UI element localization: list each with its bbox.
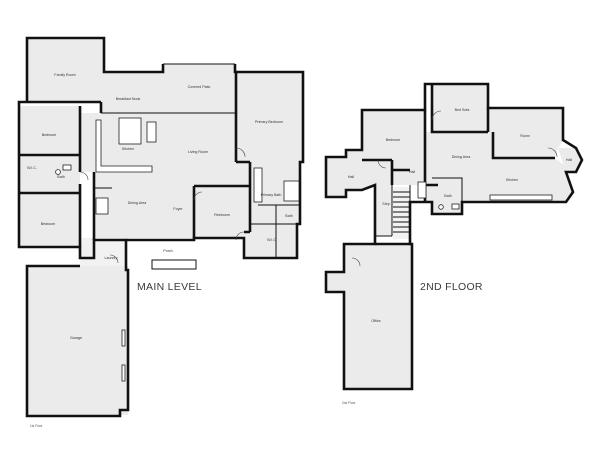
bedroom-upper-left <box>19 106 80 155</box>
main-level-title: MAIN LEVEL <box>137 281 202 293</box>
label-stairs: Step <box>382 202 389 206</box>
label-hall-right: Hall <box>566 158 572 162</box>
second-floor-thin-walls <box>375 177 463 237</box>
garage-post-1 <box>121 329 126 347</box>
hall-left <box>326 150 362 197</box>
door-swing-4 <box>235 147 246 158</box>
laundry-appliance <box>95 197 109 215</box>
main-level-plan: Family Room Breakfast Nook Covered Patio… <box>17 36 305 428</box>
kitchen-range <box>146 121 157 143</box>
label-porch: Porch <box>163 249 172 253</box>
bath-tub <box>283 180 300 202</box>
label-garage: Garage <box>70 336 82 340</box>
stairs <box>393 187 410 239</box>
hall-right <box>558 148 582 172</box>
primary-bedroom <box>236 72 303 162</box>
second-floor-interior-walls <box>362 84 555 246</box>
label-restroom: Restroom <box>214 213 230 217</box>
label-foyer: Foyer <box>173 207 183 211</box>
interior-walls <box>19 72 252 247</box>
label-wic-primary: W.I.C. <box>267 238 277 242</box>
sink-2f <box>451 203 460 210</box>
upper-hall <box>362 160 425 236</box>
second-floor-footnote: 2nd Floor <box>342 401 356 405</box>
main-level-footnote: 1st Floor <box>30 424 43 428</box>
left-wing-wall <box>17 100 130 418</box>
kitchen-counter <box>95 119 153 173</box>
vanity <box>253 167 263 203</box>
garage-post-2 <box>121 364 126 382</box>
office <box>326 244 412 389</box>
label-bedroom-2f: Bedroom <box>386 138 401 142</box>
door-swing-1 <box>79 171 89 181</box>
label-breakfast-nook: Breakfast Nook <box>116 97 141 101</box>
second-floor-title: 2ND FLOOR <box>420 281 483 293</box>
label-bedroom-1: Bedroom <box>42 133 57 137</box>
bed-sofa-room <box>432 84 488 132</box>
room-right <box>488 108 563 158</box>
label-kitchen-2f: Kitchen <box>506 178 518 182</box>
label-office: Office <box>371 319 380 323</box>
kitchen-counter-2f <box>489 194 553 201</box>
label-dining-area: Dining Area <box>128 201 147 205</box>
secondary-walls <box>94 112 300 258</box>
label-bath-small: Bath <box>285 214 292 218</box>
label-living-room: Living Room <box>188 150 208 154</box>
door-swing-2 <box>193 191 203 201</box>
garage <box>27 266 128 415</box>
label-covered-patio: Covered Patio <box>188 85 211 89</box>
label-wic-small: W.I.C. <box>27 166 37 170</box>
label-room-2f: Room <box>520 134 530 138</box>
door-swing-2f-2 <box>547 147 558 158</box>
label-primary-bedroom: Primary Bedroom <box>255 120 283 124</box>
door-swing-3 <box>235 231 245 241</box>
label-dining-area-2f: Dining Area <box>452 155 471 159</box>
bedroom-lower-left <box>19 194 80 247</box>
stair-treads <box>393 191 410 233</box>
bath-tub-2f <box>417 181 427 199</box>
label-bed-sofa: Bed Sofa <box>455 108 470 112</box>
label-primary-bath: Primary Bath <box>261 193 282 197</box>
label-laundry: Laundry <box>105 256 118 260</box>
label-bath-2f: Bath <box>444 194 451 198</box>
kitchen-island <box>118 117 142 145</box>
sink-fixture <box>62 164 72 171</box>
label-family-room: Family Room <box>54 73 75 77</box>
laundry-hall <box>80 238 126 270</box>
label-bath: Bath <box>57 175 64 179</box>
primary-bath-suite <box>244 162 300 258</box>
door-swing-5 <box>109 254 119 264</box>
covered-patio <box>163 64 235 113</box>
label-hall-left: Hall <box>348 175 354 179</box>
bath-main <box>19 156 80 193</box>
second-floor-exterior-wall <box>324 82 584 391</box>
restroom <box>194 186 250 238</box>
toilet-fixture <box>55 169 61 175</box>
label-bedroom-2: Bedroom <box>41 222 56 226</box>
bedroom-2f <box>362 110 425 170</box>
porch-outline <box>151 259 197 270</box>
label-hall-mid: Hall <box>409 170 415 174</box>
family-room <box>27 38 163 113</box>
second-floor-plan: Bed Sofa Bedroom Room Dining Area Hall H… <box>324 82 584 405</box>
door-swing-2f-3 <box>377 159 387 169</box>
toilet-2f <box>438 204 444 210</box>
door-swing-2f-1 <box>431 110 442 121</box>
label-kitchen: Kitchen <box>122 147 134 151</box>
door-swing-2f-4 <box>351 257 361 267</box>
